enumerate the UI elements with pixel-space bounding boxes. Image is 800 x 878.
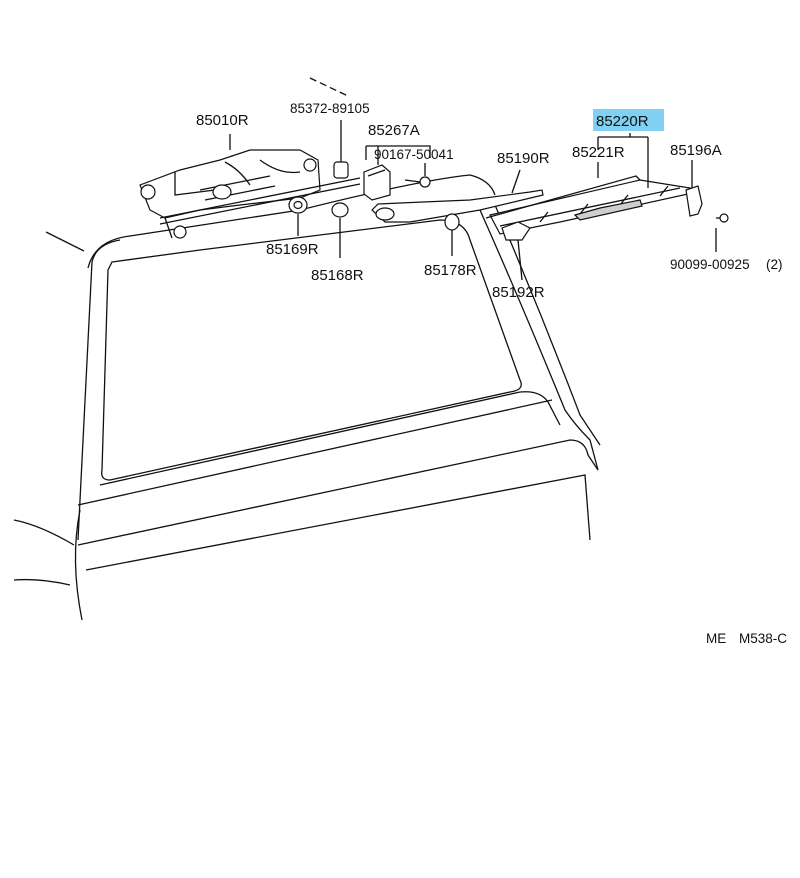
bracket-85267A bbox=[363, 145, 431, 201]
part-labels: 85010R 85372-89105 85267A 90167-50041 85… bbox=[196, 101, 787, 646]
part-label-85168R[interactable]: 85168R bbox=[311, 267, 364, 284]
highlight-85220R bbox=[593, 109, 664, 131]
part-label-90099-00925[interactable]: 90099-00925 bbox=[670, 257, 750, 272]
nut-85168R bbox=[331, 202, 349, 258]
wiper-arm-85190R bbox=[371, 169, 544, 223]
part-label-85192R[interactable]: 85192R bbox=[492, 284, 545, 301]
bushing-85169R bbox=[288, 196, 308, 236]
footer-code-me: ME bbox=[706, 631, 726, 646]
screw-90099 bbox=[715, 213, 729, 252]
part-label-85221R[interactable]: 85221R bbox=[572, 144, 625, 161]
part-label-85169R[interactable]: 85169R bbox=[266, 241, 319, 258]
clip-85196A bbox=[685, 160, 703, 217]
wiper-motor-assembly bbox=[139, 134, 321, 239]
part-label-85267A[interactable]: 85267A bbox=[368, 122, 420, 139]
part-qty-90099: (2) bbox=[766, 257, 783, 272]
linkage-rod bbox=[159, 177, 361, 225]
wiper-blade-85220R bbox=[485, 175, 691, 235]
part-label-85178R[interactable]: 85178R bbox=[424, 262, 477, 279]
part-label-85010R[interactable]: 85010R bbox=[196, 112, 249, 129]
part-label-85372-89105[interactable]: 85372-89105 bbox=[290, 101, 370, 116]
bolt-90167 bbox=[404, 163, 431, 188]
part-label-85220R[interactable]: 85220R bbox=[596, 113, 649, 130]
group-bracket-85220R bbox=[597, 133, 649, 188]
part-label-85190R[interactable]: 85190R bbox=[497, 150, 550, 167]
cap-85178R bbox=[444, 213, 460, 256]
part-label-85196A[interactable]: 85196A bbox=[670, 142, 722, 159]
arm-end-85192R bbox=[501, 221, 531, 281]
cap-85372 bbox=[333, 120, 349, 179]
part-label-90167-50041[interactable]: 90167-50041 bbox=[374, 147, 454, 162]
footer-code-diagram: M538-C bbox=[739, 631, 787, 646]
